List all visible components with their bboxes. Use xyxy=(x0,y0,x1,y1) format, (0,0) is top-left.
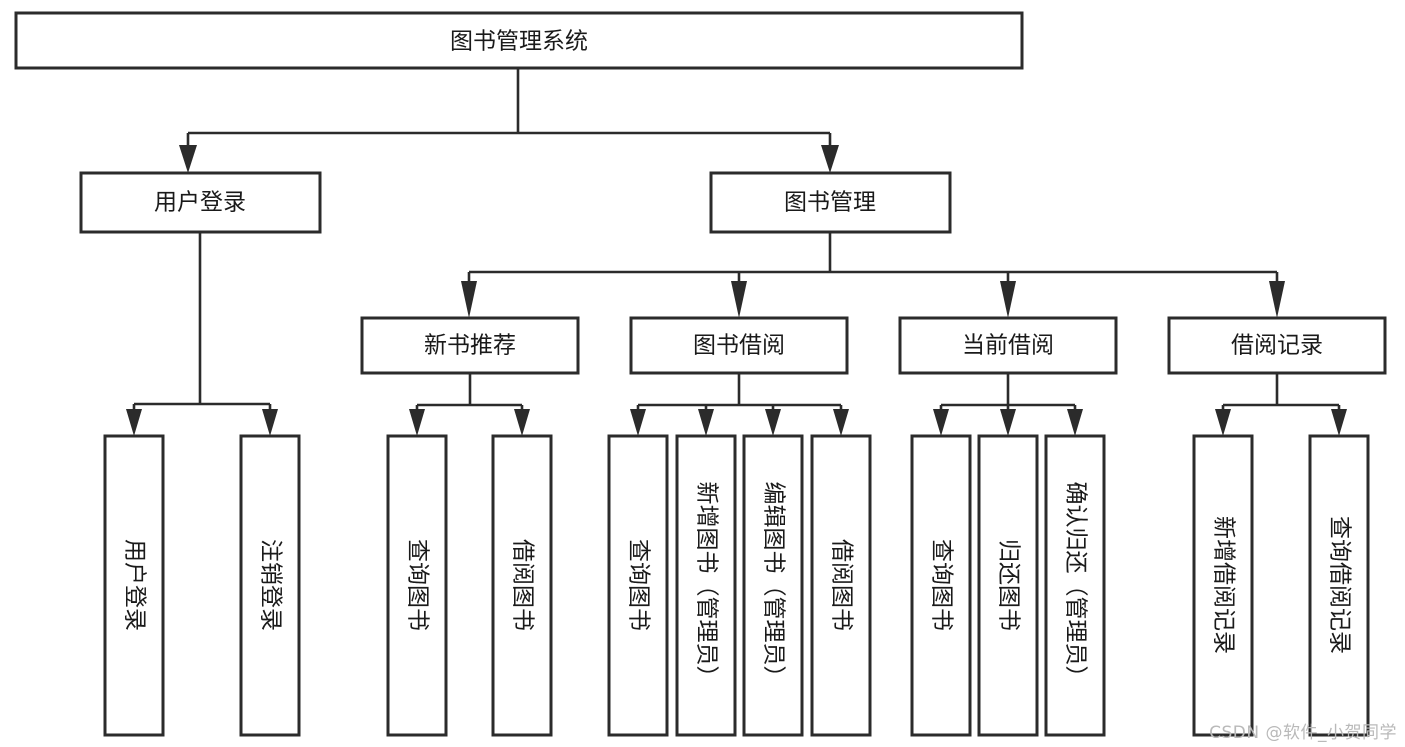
node-label: 确认归还（管理员） xyxy=(1063,482,1089,689)
leaf-node-borrow-book[interactable]: 借阅图书 xyxy=(810,434,872,737)
arrow-head-icon xyxy=(1000,409,1016,436)
leaf-node-confirm-return-admin[interactable]: 确认归还（管理员） xyxy=(1044,434,1106,737)
node-label: 借阅图书 xyxy=(510,539,536,631)
node-label: 归还图书 xyxy=(996,539,1022,631)
node-label: 注销登录 xyxy=(258,539,284,631)
connectors-newbook-to-leaves xyxy=(409,373,530,436)
arrow-head-icon xyxy=(1269,281,1285,318)
arrow-head-icon xyxy=(933,409,949,436)
node-book-management[interactable]: 图书管理 xyxy=(709,171,952,234)
connectors-bookborrow-to-leaves xyxy=(630,373,849,436)
leaf-node-add-book-admin[interactable]: 新增图书（管理员） xyxy=(675,434,737,737)
arrow-head-icon xyxy=(833,409,849,436)
node-box xyxy=(1167,316,1387,375)
node-box xyxy=(742,434,804,737)
node-borrow-record[interactable]: 借阅记录 xyxy=(1167,316,1387,375)
node-label: 用户登录 xyxy=(154,190,246,216)
node-label: 查询图书 xyxy=(626,539,652,631)
node-box xyxy=(898,316,1118,375)
arrow-head-icon xyxy=(126,409,142,436)
node-box xyxy=(14,11,1024,70)
leaf-node-query-borrow-record[interactable]: 查询借阅记录 xyxy=(1308,434,1370,737)
node-label: 新增借阅记录 xyxy=(1211,516,1237,654)
node-label: 图书管理 xyxy=(784,190,876,216)
node-label: 查询借阅记录 xyxy=(1327,516,1353,654)
node-label: 新增图书（管理员） xyxy=(694,482,720,689)
node-label: 图书借阅 xyxy=(693,333,785,359)
arrow-head-icon xyxy=(1067,409,1083,436)
arrow-head-icon xyxy=(630,409,646,436)
node-box xyxy=(1308,434,1370,737)
node-user-login[interactable]: 用户登录 xyxy=(79,171,322,234)
leaf-node-user-login[interactable]: 用户登录 xyxy=(103,434,165,737)
arrow-head-icon xyxy=(262,409,278,436)
node-box xyxy=(709,171,952,234)
node-box xyxy=(239,434,301,737)
connectors-currentborrow-to-leaves xyxy=(933,373,1083,436)
arrow-head-icon xyxy=(514,409,530,436)
connectors-bookmanage-to-level3 xyxy=(461,232,1285,318)
node-box xyxy=(79,171,322,234)
node-box xyxy=(629,316,849,375)
node-label: 当前借阅 xyxy=(962,333,1054,359)
connectors-userlogin-to-leaves xyxy=(126,232,278,436)
node-new-book-recommend[interactable]: 新书推荐 xyxy=(360,316,580,375)
node-box xyxy=(1192,434,1254,737)
connectors-borrowrecord-to-leaves xyxy=(1215,373,1347,436)
node-label: 新书推荐 xyxy=(424,333,516,359)
node-label: 图书管理系统 xyxy=(450,29,588,55)
leaf-node-query-book-current[interactable]: 查询图书 xyxy=(910,434,972,737)
node-box xyxy=(386,434,448,737)
connectors-root-to-level2 xyxy=(179,68,839,173)
leaf-node-add-borrow-record[interactable]: 新增借阅记录 xyxy=(1192,434,1254,737)
node-box xyxy=(910,434,972,737)
leaf-node-logout[interactable]: 注销登录 xyxy=(239,434,301,737)
arrow-head-icon xyxy=(1000,281,1016,318)
arrow-head-icon xyxy=(821,145,839,173)
node-book-borrow[interactable]: 图书借阅 xyxy=(629,316,849,375)
node-root-book-management-system[interactable]: 图书管理系统 xyxy=(14,11,1024,70)
leaf-node-return-book[interactable]: 归还图书 xyxy=(977,434,1039,737)
node-box xyxy=(1044,434,1106,737)
leaf-node-borrow-book-recommend[interactable]: 借阅图书 xyxy=(491,434,553,737)
node-box xyxy=(360,316,580,375)
leaf-node-query-book-recommend[interactable]: 查询图书 xyxy=(386,434,448,737)
node-box xyxy=(810,434,872,737)
node-box xyxy=(675,434,737,737)
node-label: 编辑图书（管理员） xyxy=(761,482,787,689)
node-label: 查询图书 xyxy=(405,539,431,631)
node-current-borrow[interactable]: 当前借阅 xyxy=(898,316,1118,375)
node-label: 查询图书 xyxy=(929,539,955,631)
arrow-head-icon xyxy=(1331,409,1347,436)
arrow-head-icon xyxy=(409,409,425,436)
node-box xyxy=(977,434,1039,737)
node-label: 借阅记录 xyxy=(1231,333,1323,359)
arrow-head-icon xyxy=(731,281,747,318)
arrow-head-icon xyxy=(179,145,197,173)
arrow-head-icon xyxy=(698,409,714,436)
leaf-node-query-book-borrow[interactable]: 查询图书 xyxy=(607,434,669,737)
watermark: CSDN @软件_小贺同学 xyxy=(1209,723,1397,743)
leaf-node-edit-book-admin[interactable]: 编辑图书（管理员） xyxy=(742,434,804,737)
arrow-head-icon xyxy=(461,281,477,318)
node-box xyxy=(607,434,669,737)
node-box xyxy=(103,434,165,737)
node-box xyxy=(491,434,553,737)
node-label: 用户登录 xyxy=(122,539,148,631)
arrow-head-icon xyxy=(1215,409,1231,436)
node-label: 借阅图书 xyxy=(829,539,855,631)
arrow-head-icon xyxy=(765,409,781,436)
